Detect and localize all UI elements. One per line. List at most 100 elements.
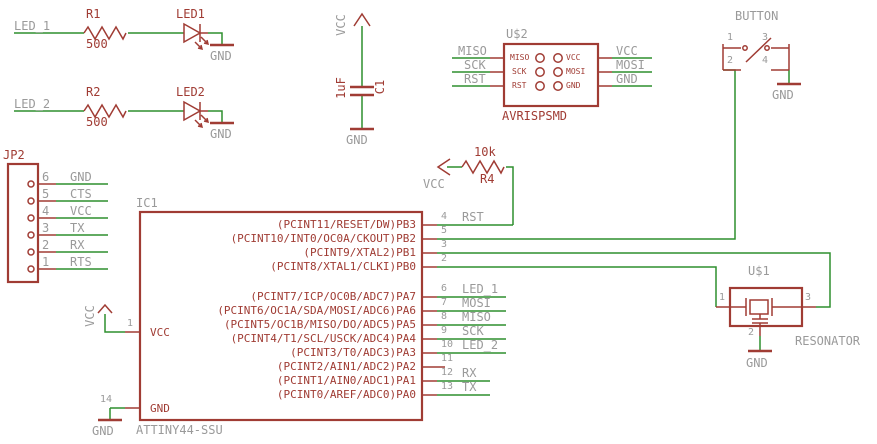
resonator-pin-3: 3 bbox=[805, 292, 812, 303]
button-pin-1: 1 bbox=[727, 32, 734, 43]
capacitor-c1-value: 1uF bbox=[333, 77, 348, 99]
jp2-pin-number: 3 bbox=[42, 221, 50, 235]
resonator-pin-1: 1 bbox=[719, 292, 726, 303]
jp2-net-label: TX bbox=[70, 221, 85, 235]
net-wires[interactable] bbox=[14, 26, 831, 419]
gnd-label: GND bbox=[746, 356, 768, 370]
jp2-net-label: RTS bbox=[70, 255, 92, 269]
capacitor-c1-name: C1 bbox=[373, 79, 388, 95]
ic1-pin-number: 2 bbox=[441, 253, 448, 264]
jp2-pin-number: 5 bbox=[42, 187, 50, 201]
ic1-pin-number: 4 bbox=[441, 211, 448, 222]
net-label-miso: MISO bbox=[462, 310, 491, 324]
net-label-rx: RX bbox=[462, 366, 477, 380]
button-designator: BUTTON bbox=[735, 9, 779, 23]
ic1-pin-name-gnd: GND bbox=[150, 402, 170, 415]
ic1-pin-name: (PCINT8/XTAL1/CLKI)PB0 bbox=[270, 260, 416, 273]
ic1-designator: IC1 bbox=[136, 196, 158, 210]
resistor-r4-symbol[interactable] bbox=[461, 159, 505, 175]
jp2-symbol[interactable] bbox=[6, 162, 56, 284]
led2-name: LED2 bbox=[176, 85, 205, 99]
net-label-led-1: LED_1 bbox=[462, 282, 499, 296]
resonator-designator: U$1 bbox=[748, 264, 770, 278]
isp-header-symbol[interactable] bbox=[490, 42, 612, 108]
isp-pad-mosi: MOSI bbox=[566, 67, 586, 76]
gnd-symbols[interactable] bbox=[98, 43, 801, 422]
gnd-label: GND bbox=[210, 127, 232, 141]
jp2-pin-number: 6 bbox=[42, 170, 50, 184]
vcc-symbol-r4[interactable] bbox=[436, 158, 451, 176]
jp2-net-label: VCC bbox=[70, 204, 92, 218]
jp2-net-label: GND bbox=[70, 170, 92, 184]
ic1-pin-number: 7 bbox=[441, 297, 448, 308]
vcc-symbol-top[interactable] bbox=[353, 12, 371, 27]
isp-designator: U$2 bbox=[506, 27, 528, 41]
net-label-gnd: GND bbox=[616, 72, 638, 86]
jp2-net-label: RX bbox=[70, 238, 85, 252]
net-label-rst: RST bbox=[464, 72, 486, 86]
ic1-pin-number: 1 bbox=[127, 318, 134, 329]
net-label-sck: SCK bbox=[462, 324, 484, 338]
ic1-pin-name-vcc: VCC bbox=[150, 326, 170, 339]
net-label-led-2: LED_2 bbox=[14, 97, 51, 111]
net-label-led-2: LED_2 bbox=[462, 338, 499, 352]
net-label-rst: RST bbox=[462, 210, 484, 224]
ic1-pin-name: (PCINT9/XTAL2)PB1 bbox=[303, 246, 416, 259]
capacitor-c1-symbol[interactable] bbox=[350, 85, 374, 97]
ic1-pin-number: 6 bbox=[441, 283, 448, 294]
gnd-label: GND bbox=[346, 133, 368, 147]
resistor-r2-name: R2 bbox=[86, 85, 101, 99]
isp-pad-rst: RST bbox=[512, 81, 527, 90]
isp-pad-vcc: VCC bbox=[566, 53, 581, 62]
resistor-r1-value: 500 bbox=[86, 37, 108, 51]
led1-symbol[interactable] bbox=[183, 22, 210, 51]
ic1-pin-name: (PCINT5/OC1B/MISO/DO/ADC5)PA5 bbox=[223, 318, 416, 331]
gnd-label: GND bbox=[210, 49, 232, 63]
ic1-pin-name: (PCINT11/RESET/DW)PB3 bbox=[276, 218, 416, 231]
ic1-pin-number: 5 bbox=[441, 225, 448, 236]
ic1-pin-number: 11 bbox=[441, 353, 454, 364]
net-label-vcc: VCC bbox=[616, 44, 638, 58]
jp2-pin-number: 2 bbox=[42, 238, 50, 252]
isp-pad-sck: SCK bbox=[512, 67, 527, 76]
ic1-pin-number: 3 bbox=[441, 239, 448, 250]
net-label-mosi: MOSI bbox=[462, 296, 491, 310]
vcc-label: VCC bbox=[333, 14, 348, 36]
ic1-pin-name: (PCINT0/AREF/ADC0)PA0 bbox=[276, 388, 416, 401]
resistor-r4-value: 10k bbox=[474, 145, 496, 159]
resonator-symbol[interactable] bbox=[716, 286, 816, 336]
jp2-designator: JP2 bbox=[3, 148, 25, 162]
led1-name: LED1 bbox=[176, 7, 205, 21]
ic1-symbol[interactable] bbox=[125, 210, 445, 422]
ic1-pin-name: (PCINT6/OC1A/SDA/MOSI/ADC6)PA6 bbox=[217, 304, 416, 317]
resistor-r1-symbol[interactable] bbox=[83, 25, 127, 41]
ic1-pin-number: 9 bbox=[441, 325, 448, 336]
button-pin-4: 4 bbox=[762, 55, 769, 66]
ic1-pin-name: (PCINT3/T0/ADC3)PA3 bbox=[290, 346, 416, 359]
button-pin-2: 2 bbox=[727, 55, 734, 66]
gnd-label: GND bbox=[92, 424, 114, 438]
led2-symbol[interactable] bbox=[183, 100, 210, 129]
resistor-r2-value: 500 bbox=[86, 115, 108, 129]
button-symbol[interactable] bbox=[722, 37, 790, 71]
isp-pad-miso: MISO bbox=[510, 53, 530, 62]
net-label-tx: TX bbox=[462, 380, 477, 394]
resistor-r2-symbol[interactable] bbox=[83, 103, 127, 119]
ic1-value: ATTINY44-SSU bbox=[136, 423, 223, 437]
button-pin-3: 3 bbox=[762, 32, 769, 43]
ic1-pin-name: (PCINT10/INT0/OC0A/CKOUT)PB2 bbox=[230, 232, 416, 245]
vcc-symbol-ic-left[interactable] bbox=[97, 303, 113, 314]
vcc-label: VCC bbox=[82, 305, 97, 327]
ic1-pin-number: 13 bbox=[441, 381, 454, 392]
ic1-pin-name: (PCINT4/T1/SCL/USCK/ADC4)PA4 bbox=[230, 332, 416, 345]
net-label-miso: MISO bbox=[458, 44, 487, 58]
net-label-mosi: MOSI bbox=[616, 58, 645, 72]
ic1-pin-name: (PCINT7/ICP/OC0B/ADC7)PA7 bbox=[250, 290, 416, 303]
ic1-pin-name: (PCINT2/AIN1/ADC2)PA2 bbox=[276, 360, 416, 373]
resistor-r4-name: R4 bbox=[480, 172, 495, 186]
resonator-value: RESONATOR bbox=[795, 334, 861, 348]
net-label-led-1: LED_1 bbox=[14, 19, 51, 33]
resonator-pin-2: 2 bbox=[748, 327, 755, 338]
